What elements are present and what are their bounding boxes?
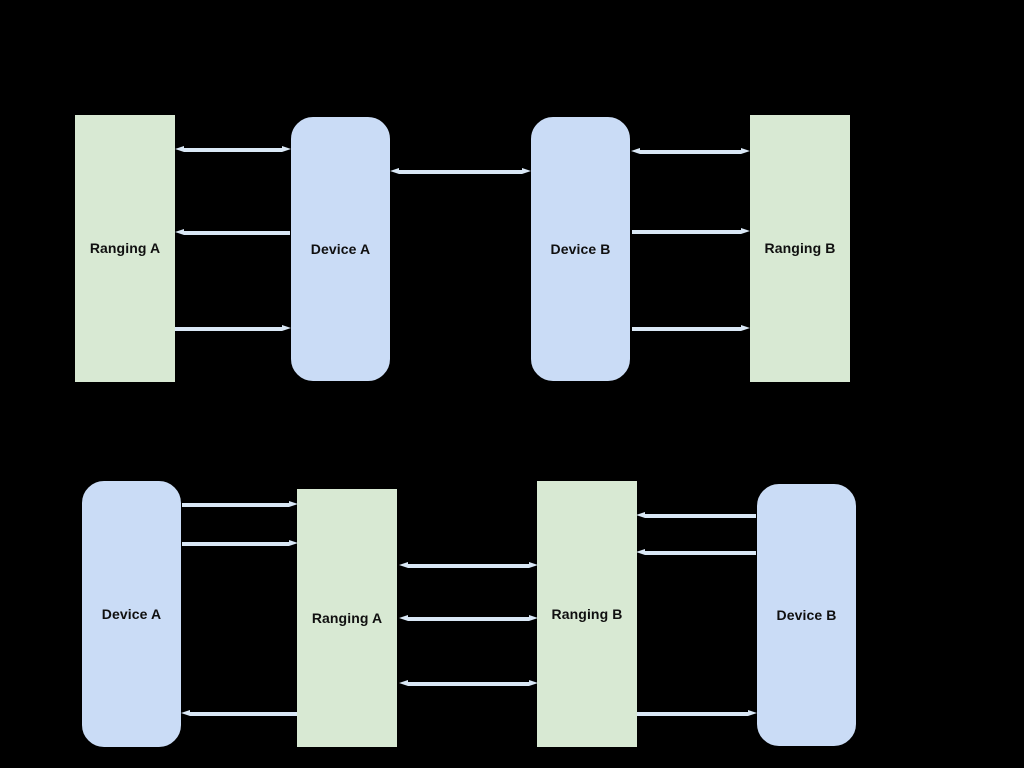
arrow-shaft bbox=[408, 564, 529, 568]
arrow-bot-ranging-a-to-bot-device-a bbox=[181, 710, 297, 717]
node-bot-ranging-b[interactable]: Ranging B bbox=[537, 481, 637, 747]
arrow-shaft bbox=[645, 514, 756, 518]
node-top-ranging-a[interactable]: Ranging A bbox=[75, 115, 175, 382]
arrow-shaft bbox=[182, 542, 289, 546]
node-label: Device B bbox=[776, 606, 837, 623]
arrow-top-device-b-to-top-ranging-b bbox=[632, 325, 750, 332]
node-label: Ranging B bbox=[764, 240, 836, 257]
arrow-head-right-icon bbox=[289, 501, 298, 507]
arrow-head-right-icon bbox=[741, 148, 750, 154]
node-top-device-b[interactable]: Device B bbox=[531, 117, 630, 381]
arrow-shaft bbox=[182, 503, 289, 507]
arrow-bot-device-b-to-bot-ranging-b bbox=[636, 549, 756, 556]
arrow-shaft bbox=[399, 170, 522, 174]
arrow-shaft bbox=[190, 712, 297, 716]
arrow-shaft bbox=[645, 551, 756, 555]
arrow-bot-device-a-to-bot-ranging-a bbox=[182, 540, 298, 547]
arrow-top-device-a-to-top-ranging-a bbox=[175, 229, 290, 236]
node-bot-device-b[interactable]: Device B bbox=[757, 484, 856, 746]
arrow-head-left-icon bbox=[636, 512, 645, 518]
arrow-head-right-icon bbox=[282, 146, 291, 152]
arrow-head-left-icon bbox=[636, 549, 645, 555]
arrow-head-left-icon bbox=[181, 710, 190, 716]
arrow-head-left-icon bbox=[399, 615, 408, 621]
arrow-bot-ranging-a-to-bot-ranging-b bbox=[399, 680, 538, 687]
arrow-shaft bbox=[632, 230, 741, 234]
arrow-head-left-icon bbox=[390, 168, 399, 174]
arrow-head-right-icon bbox=[289, 540, 298, 546]
arrow-head-left-icon bbox=[175, 146, 184, 152]
arrow-top-device-b-to-top-ranging-b bbox=[631, 148, 750, 155]
node-label: Ranging A bbox=[311, 609, 383, 626]
arrow-head-right-icon bbox=[522, 168, 531, 174]
arrow-shaft bbox=[184, 231, 290, 235]
arrow-bot-ranging-a-to-bot-ranging-b bbox=[399, 562, 538, 569]
node-top-ranging-b[interactable]: Ranging B bbox=[750, 115, 850, 382]
arrow-bot-ranging-b-to-bot-device-b bbox=[637, 710, 757, 717]
node-label: Ranging B bbox=[551, 605, 623, 622]
arrow-shaft bbox=[640, 150, 741, 154]
arrow-bot-device-a-to-bot-ranging-a bbox=[182, 501, 298, 508]
arrow-shaft bbox=[408, 682, 529, 686]
node-bot-device-a[interactable]: Device A bbox=[82, 481, 181, 747]
arrow-top-device-a-to-top-device-b bbox=[390, 168, 531, 175]
arrow-head-right-icon bbox=[748, 710, 757, 716]
arrow-bot-device-b-to-bot-ranging-b bbox=[636, 512, 756, 519]
node-top-device-a[interactable]: Device A bbox=[291, 117, 390, 381]
arrow-top-device-b-to-top-ranging-b bbox=[632, 228, 750, 235]
arrow-head-right-icon bbox=[529, 680, 538, 686]
node-bot-ranging-a[interactable]: Ranging A bbox=[297, 489, 397, 747]
arrow-bot-ranging-a-to-bot-ranging-b bbox=[399, 615, 538, 622]
arrow-head-left-icon bbox=[175, 229, 184, 235]
arrow-head-right-icon bbox=[741, 228, 750, 234]
arrow-shaft bbox=[637, 712, 748, 716]
arrow-head-right-icon bbox=[529, 562, 538, 568]
arrow-shaft bbox=[184, 148, 282, 152]
arrow-head-left-icon bbox=[399, 562, 408, 568]
node-label: Device B bbox=[550, 240, 611, 257]
arrow-head-left-icon bbox=[631, 148, 640, 154]
arrow-shaft bbox=[408, 617, 529, 621]
node-label: Device A bbox=[310, 240, 371, 257]
arrow-top-ranging-a-to-top-device-a bbox=[175, 146, 291, 153]
arrow-shaft bbox=[172, 327, 282, 331]
arrow-head-right-icon bbox=[741, 325, 750, 331]
arrow-shaft bbox=[632, 327, 741, 331]
node-label: Ranging A bbox=[89, 240, 161, 257]
node-label: Device A bbox=[101, 605, 162, 622]
arrow-top-ranging-a-to-top-device-a bbox=[172, 325, 291, 332]
arrow-head-left-icon bbox=[399, 680, 408, 686]
arrow-head-right-icon bbox=[529, 615, 538, 621]
arrow-head-right-icon bbox=[282, 325, 291, 331]
